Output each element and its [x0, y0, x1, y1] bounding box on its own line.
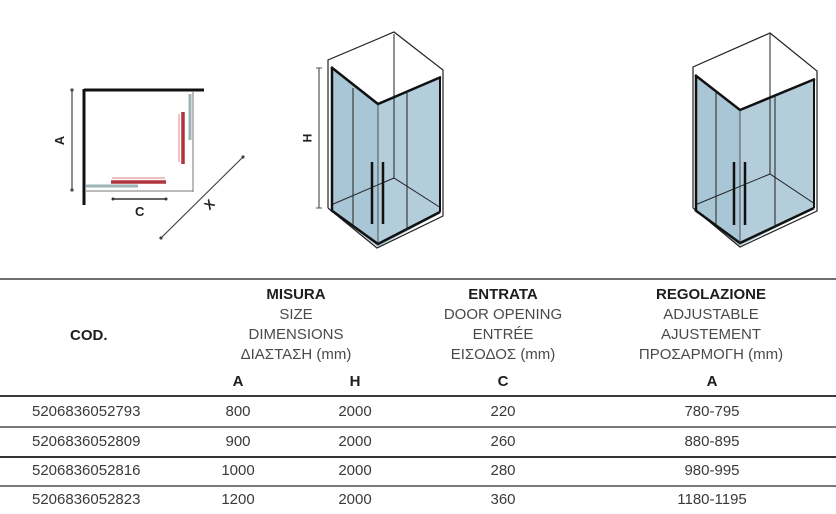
- cell-c: 260: [490, 433, 516, 450]
- table-row: 5206836052823 1200 2000 360 1180-1195: [0, 485, 836, 514]
- cell-a: 800: [225, 403, 251, 420]
- group-title: MISURA: [266, 286, 326, 303]
- row-divider: [0, 426, 836, 428]
- group-line: ΠΡΟΣΑΡΜΟΓΗ (mm): [638, 346, 784, 363]
- cell-c: 280: [490, 462, 516, 479]
- cell-a: 900: [225, 433, 251, 450]
- cell-h: 2000: [338, 403, 372, 420]
- row-divider: [0, 485, 836, 487]
- cell-h: 2000: [338, 433, 372, 450]
- table-row: 5206836052816 1000 2000 280 980-995: [0, 456, 836, 485]
- cell-adjustable: 1180-1195: [677, 491, 747, 508]
- plan-view-diagram: [70, 31, 818, 249]
- label-c: C: [135, 204, 145, 219]
- cell-cod: 5206836052823: [32, 491, 141, 508]
- subheader-c: C: [497, 373, 509, 390]
- label-h: H: [300, 133, 315, 143]
- cell-c: 220: [490, 403, 516, 420]
- subheader-a: A: [232, 373, 244, 390]
- header-bottom-rule: [0, 395, 836, 397]
- cell-c: 360: [490, 491, 516, 508]
- cell-adjustable: 880-895: [684, 433, 740, 450]
- diagrams-area: A C X H: [52, 31, 818, 249]
- enclosure-3d-left: [316, 31, 444, 249]
- header-group-size: MISURA SIZE DIMENSIONS ΔΙΑΣΤΑΣΗ (mm): [196, 285, 396, 365]
- plan-view: [70, 88, 245, 240]
- cell-a: 1000: [221, 462, 255, 479]
- subheader-h: H: [349, 373, 361, 390]
- group-line: ENTRÉE: [472, 326, 534, 343]
- header-group-adjustable: REGOLAZIONE ADJUSTABLE AJUSTEMENT ΠΡΟΣΑΡ…: [591, 285, 831, 365]
- header-group-door-opening: ENTRATA DOOR OPENING ENTRÉE ΕΙΣΟΔΟΣ (mm): [403, 285, 603, 365]
- cell-cod: 5206836052816: [32, 462, 141, 479]
- group-line: ADJUSTABLE: [663, 306, 759, 323]
- group-line: DIMENSIONS: [248, 326, 344, 343]
- group-line: ΔΙΑΣΤΑΣΗ (mm): [240, 346, 352, 363]
- group-line: SIZE: [279, 306, 313, 323]
- cell-h: 2000: [338, 462, 372, 479]
- group-line: AJUSTEMENT: [660, 326, 761, 343]
- group-title: REGOLAZIONE: [655, 286, 766, 303]
- cell-h: 2000: [338, 491, 372, 508]
- subheader-adj-a: A: [706, 373, 718, 390]
- label-a: A: [52, 135, 68, 146]
- cell-cod: 5206836052793: [32, 403, 141, 420]
- cell-a: 1200: [221, 491, 255, 508]
- table-row: 5206836052809 900 2000 260 880-895: [0, 427, 836, 456]
- enclosure-3d-right: [692, 32, 818, 248]
- table-row: 5206836052793 800 2000 220 780-795: [0, 397, 836, 426]
- table-top-rule: [0, 278, 836, 280]
- group-title: ENTRATA: [468, 286, 538, 303]
- group-line: DOOR OPENING: [443, 306, 563, 323]
- cell-cod: 5206836052809: [32, 433, 141, 450]
- cod-header: COD.: [70, 327, 108, 344]
- cell-adjustable: 780-795: [684, 403, 740, 420]
- row-divider: [0, 456, 836, 458]
- group-line: ΕΙΣΟΔΟΣ (mm): [450, 346, 556, 363]
- cell-adjustable: 980-995: [684, 462, 740, 479]
